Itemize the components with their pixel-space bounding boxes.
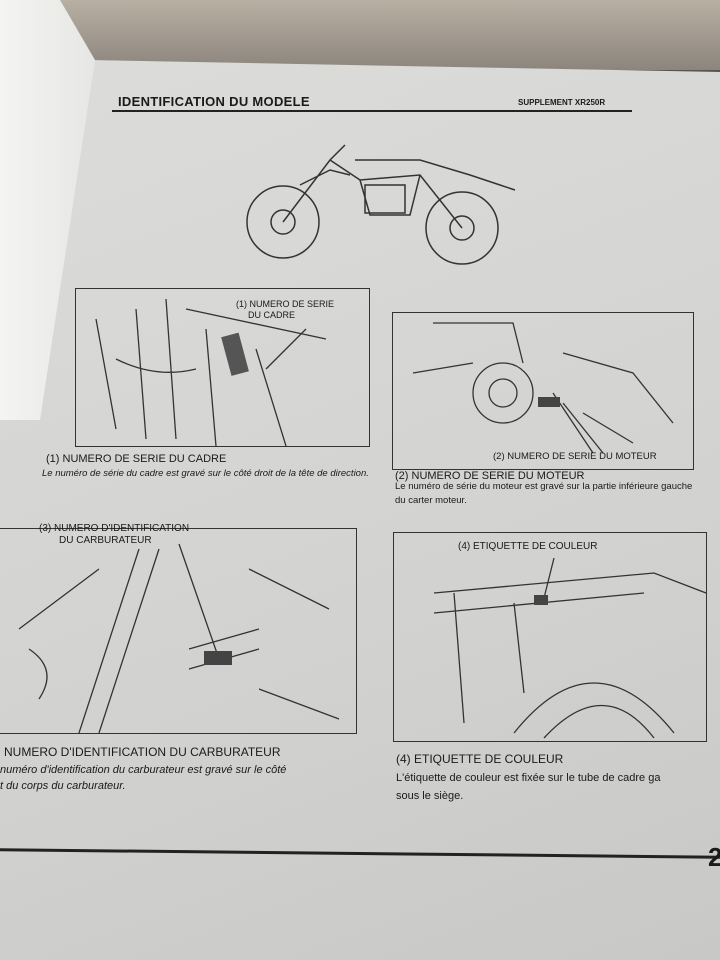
figure-3-text: numéro d'identification du carburateur e… (0, 764, 287, 776)
supplement-label: SUPPLEMENT XR250R (518, 98, 606, 107)
figure-3-box: (3) NUMERO D'IDENTIFICATION DU CARBURATE… (0, 523, 357, 734)
figure-1-caption: (1) NUMERO DE SERIE DU CADRE (46, 453, 227, 465)
figure-3-label: (3) NUMERO D'IDENTIFICATION (39, 523, 190, 534)
figure-4-text-2: sous le siège. (396, 790, 464, 802)
figure-1-box: (1) NUMERO DE SERIE DU CADRE (75, 288, 370, 447)
figure-2-text: Le numéro de série du moteur est gravé s… (395, 481, 693, 506)
figure-2-label: (2) NUMERO DE SERIE DU MOTEUR (493, 451, 657, 462)
manual-page (0, 60, 720, 960)
figure-4-box: (4) ETIQUETTE DE COULEUR (393, 532, 707, 742)
page-number: 2 (708, 842, 720, 872)
figure-4-text: L'étiquette de couleur est fixée sur le … (396, 772, 661, 784)
figure-3-text-2: t du corps du carburateur. (0, 780, 126, 792)
header-rule (112, 110, 632, 112)
figure-1-label: (1) NUMERO DE SERIE (236, 299, 335, 309)
figure-3-caption: NUMERO D'IDENTIFICATION DU CARBURATEUR (4, 745, 281, 759)
figure-4-label: (4) ETIQUETTE DE COULEUR (458, 541, 598, 552)
page-title: IDENTIFICATION DU MODELE (118, 94, 310, 109)
figure-1-label-2: DU CADRE (248, 310, 296, 320)
figure-1-text: Le numéro de série du cadre est gravé su… (42, 468, 369, 479)
background-table (0, 0, 720, 70)
figure-4-caption: (4) ETIQUETTE DE COULEUR (396, 752, 564, 766)
figure-2-box: (2) NUMERO DE SERIE DU MOTEUR (392, 312, 694, 470)
figure-3-label-2: DU CARBURATEUR (59, 535, 152, 546)
figure-2-caption: (2) NUMERO DE SERIE DU MOTEUR (395, 470, 585, 482)
